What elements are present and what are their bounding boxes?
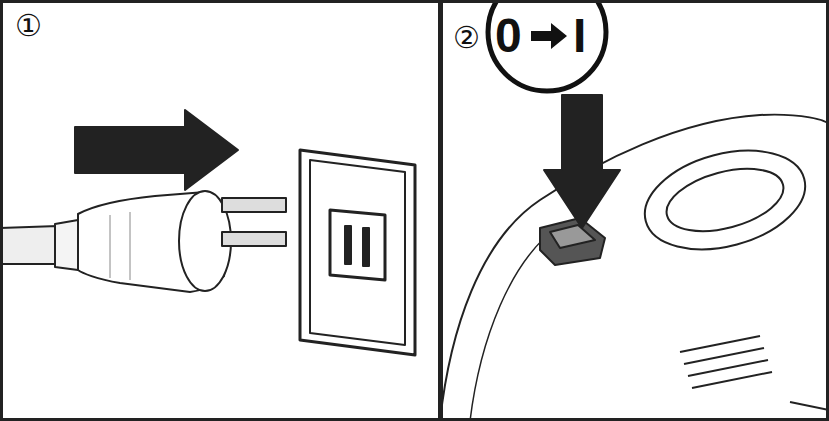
- wall-outlet: [300, 150, 415, 355]
- plug: [0, 191, 286, 292]
- step-number: ②: [453, 21, 480, 55]
- step-panel: ②0I: [440, 0, 829, 421]
- switch-arrow: [531, 23, 567, 49]
- press-arrow: [544, 95, 620, 228]
- step-number: ①: [15, 9, 42, 43]
- switch-position: 0: [495, 12, 522, 60]
- push-arrow: [75, 110, 238, 190]
- hand-mixer: [440, 115, 829, 421]
- switch-callout-circle: 0I: [485, 0, 609, 94]
- switch-position: I: [573, 12, 586, 60]
- step-panel: ①: [0, 0, 441, 421]
